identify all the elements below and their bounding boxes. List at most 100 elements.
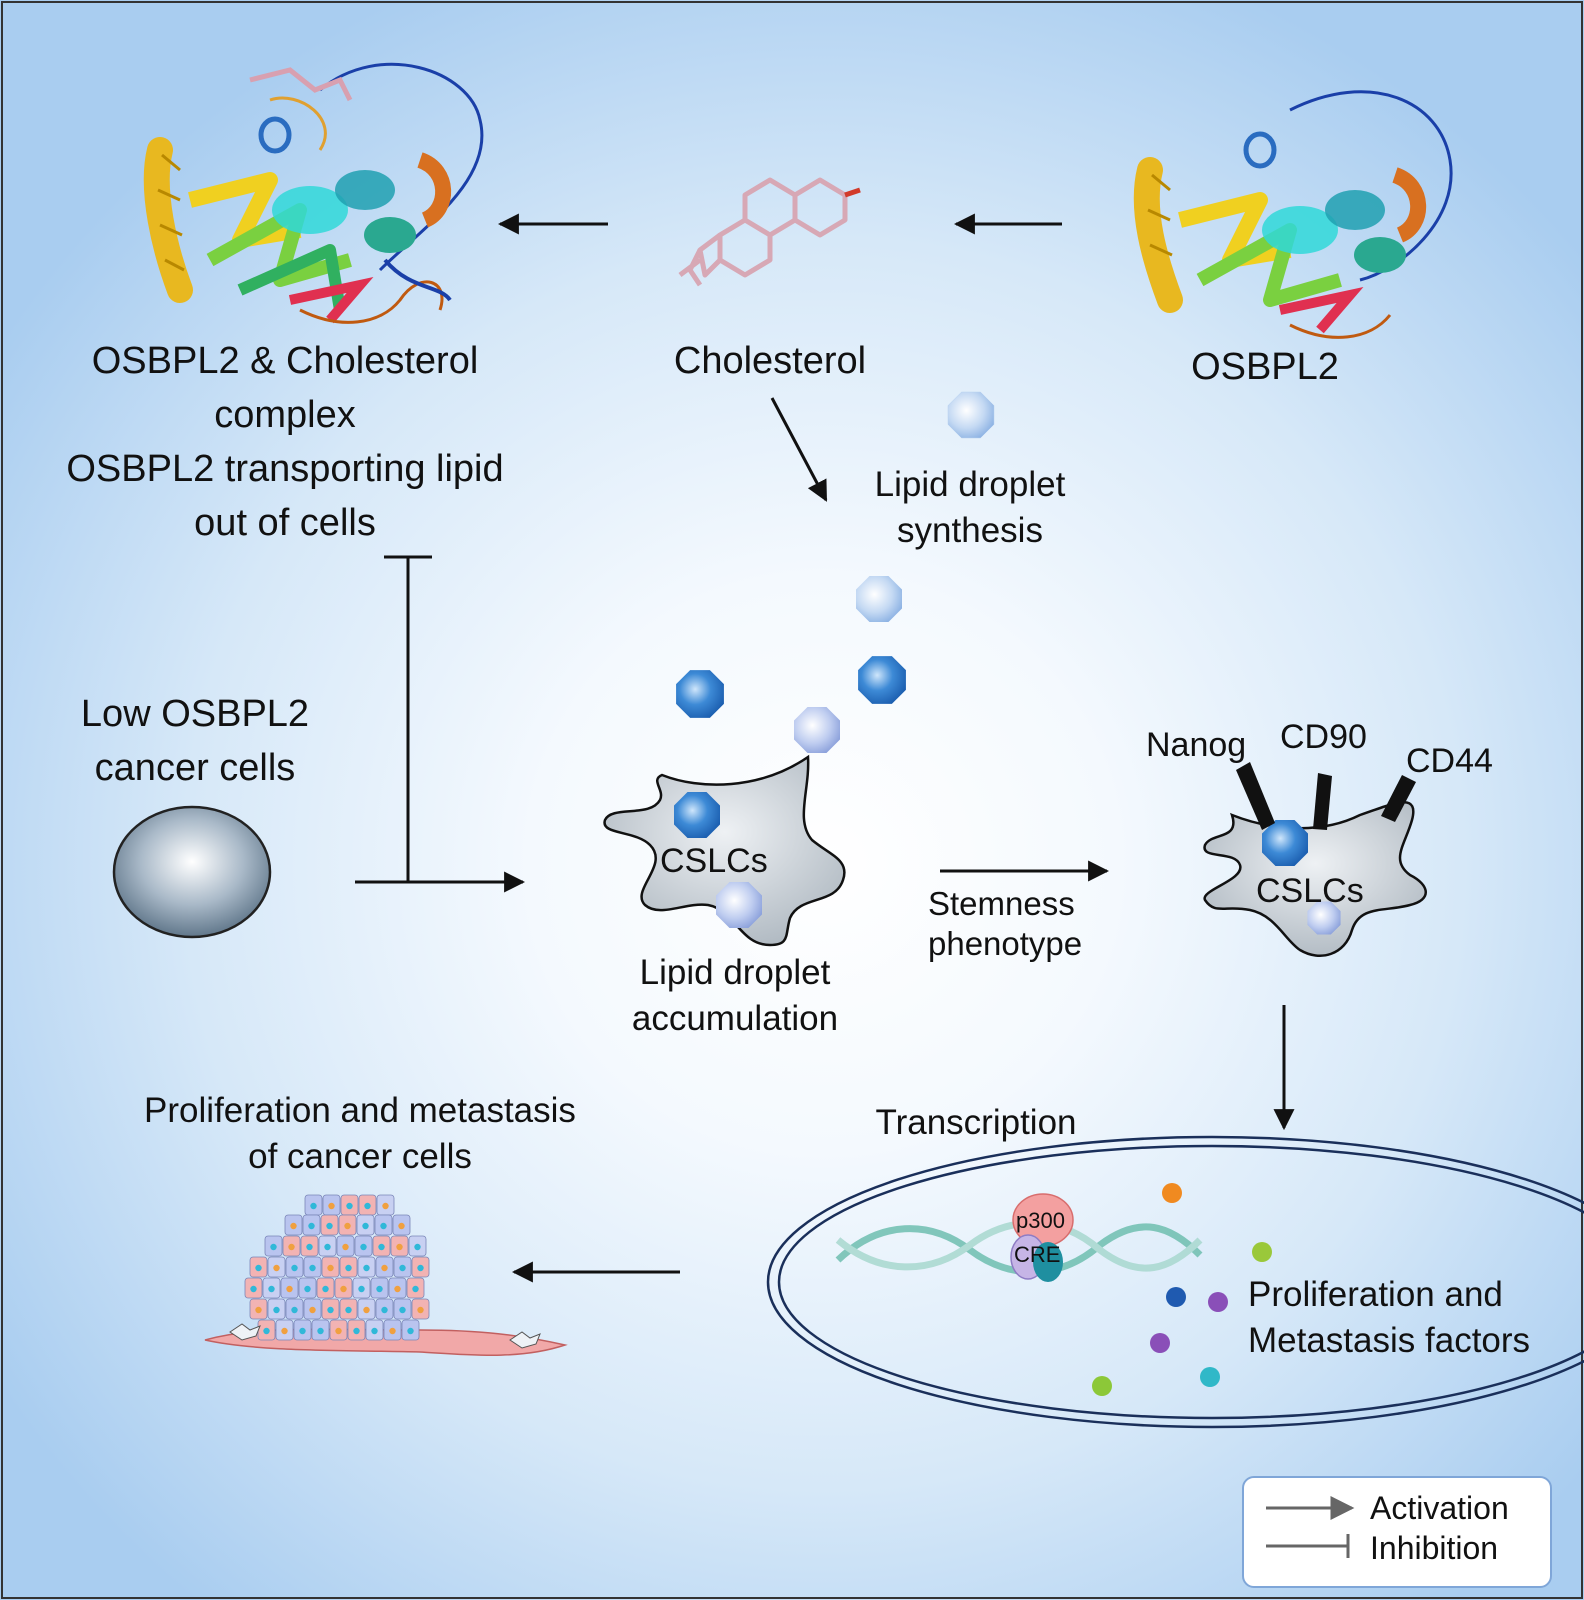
tumor-cell-nucleus	[281, 1327, 288, 1335]
legend-symbols	[1266, 1496, 1355, 1558]
tumor-cell-nucleus	[326, 1222, 333, 1230]
tumor-cell-nucleus	[340, 1285, 347, 1293]
inhibition-line	[384, 555, 432, 882]
complex-label: OSBPL2 & Cholesterol complex OSBPL2 tran…	[0, 334, 570, 550]
tumor-cell-nucleus	[399, 1264, 406, 1272]
proliferation-left-line1: Proliferation and metastasis	[144, 1091, 576, 1130]
tumor-cell-nucleus	[360, 1243, 367, 1251]
tumor-cell-nucleus	[308, 1222, 315, 1230]
tumor-cell-nucleus	[299, 1327, 306, 1335]
tumor-cell-nucleus	[327, 1264, 334, 1272]
tumor-cell-nucleus	[364, 1202, 371, 1210]
tumor-cell-nucleus	[381, 1306, 388, 1314]
tumor-cell-nucleus	[353, 1327, 360, 1335]
osbpl2-cholesterol-complex-structure	[143, 62, 484, 324]
tumor-cell-nucleus	[250, 1285, 257, 1293]
lipid-accumulation-line2: accumulation	[631, 999, 839, 1038]
lipid-accumulation-line1: Lipid droplet	[639, 953, 831, 992]
proliferation-left-label: Proliferation and metastasis of cancer c…	[100, 1088, 620, 1180]
lipid-droplet	[794, 707, 840, 753]
lipid-droplet	[948, 392, 994, 438]
cre-teal	[1033, 1242, 1063, 1282]
factor-green	[1252, 1242, 1272, 1262]
tumor-cell-nucleus	[327, 1306, 334, 1314]
complex-label-line2: complex	[214, 394, 356, 436]
lipid-droplet	[1262, 820, 1308, 866]
nanog-receptor	[1236, 762, 1275, 830]
tumor-cell-nucleus	[309, 1306, 316, 1314]
tumor-cell-nucleus	[309, 1264, 316, 1272]
tumor-cell-nucleus	[380, 1222, 387, 1230]
stemness-label: Stemness phenotype	[928, 884, 1128, 964]
cslc-center-label: CSLCs	[660, 842, 768, 880]
tumor-cell-nucleus	[344, 1222, 351, 1230]
stemness-line1: Stemness	[928, 885, 1075, 922]
cslc-cell-right	[1203, 762, 1427, 957]
lipid-droplet	[674, 792, 720, 838]
low-osbpl2-line1: Low OSBPL2	[80, 693, 310, 735]
transcription-label: Transcription	[875, 1103, 1077, 1142]
legend-inhibition: Inhibition	[1370, 1530, 1499, 1566]
nanog-label: Nanog	[1146, 726, 1247, 764]
factor-purple	[1150, 1333, 1170, 1353]
tumor-cell-nucleus	[345, 1264, 352, 1272]
factor-blue	[1166, 1287, 1186, 1307]
tumor-cell-nucleus	[268, 1285, 275, 1293]
factor-green	[1092, 1376, 1112, 1396]
factor-purple	[1208, 1292, 1228, 1312]
tumor-cell-nucleus	[255, 1306, 262, 1314]
tumor-cell-nucleus	[273, 1306, 280, 1314]
tumor-cell-nucleus	[396, 1243, 403, 1251]
tumor-cell-nucleus	[417, 1264, 424, 1272]
complex-label-line1: OSBPL2 & Cholesterol	[91, 340, 479, 382]
tumor-cell-nucleus	[412, 1285, 419, 1293]
tumor-cell-nucleus	[382, 1202, 389, 1210]
cre-label: CRE	[1014, 1242, 1061, 1267]
osbpl2-label: OSBPL2	[1191, 346, 1339, 388]
legend-activation: Activation	[1370, 1490, 1509, 1526]
factors-line1: Proliferation and	[1248, 1275, 1503, 1314]
lipid-droplet	[856, 576, 902, 622]
lipid-synthesis-line1: Lipid droplet	[874, 465, 1066, 504]
lipid-droplet	[858, 656, 906, 704]
tumor-cell-nucleus	[381, 1264, 388, 1272]
tumor-cell-nucleus	[290, 1222, 297, 1230]
lipid-droplet	[716, 882, 762, 928]
tumor-cell-nucleus	[398, 1222, 405, 1230]
cholesterol-label: Cholesterol	[673, 340, 867, 382]
tumor-cell-nucleus	[371, 1327, 378, 1335]
cd44-receptor	[1381, 775, 1416, 822]
tumor-cell-nucleus	[417, 1306, 424, 1314]
osbpl2-structure	[1133, 90, 1453, 339]
complex-label-line3: OSBPL2 transporting lipid	[66, 448, 504, 490]
tumor-cell-nucleus	[376, 1285, 383, 1293]
tumor-cell-nucleus	[358, 1285, 365, 1293]
lipid-accumulation-label: Lipid droplet accumulation	[590, 950, 880, 1042]
tumor-cell-nucleus	[414, 1243, 421, 1251]
tumor-cell-nucleus	[342, 1243, 349, 1251]
tumor-cell-nucleus	[324, 1243, 331, 1251]
tumor-cell-nucleus	[407, 1327, 414, 1335]
tumor-cell-nucleus	[306, 1243, 313, 1251]
tumor-cell-nucleus	[362, 1222, 369, 1230]
nucleus	[766, 1135, 1584, 1429]
cd44-label: CD44	[1406, 742, 1493, 780]
cd90-label: CD90	[1280, 718, 1367, 756]
lipid-droplets	[676, 392, 994, 753]
tumor-cell-nucleus	[291, 1264, 298, 1272]
tumor-cell-nucleus	[394, 1285, 401, 1293]
tumor-cell-nucleus	[335, 1327, 342, 1335]
tumor-cell-nucleus	[255, 1264, 262, 1272]
lipid-synthesis-label: Lipid droplet synthesis	[820, 462, 1120, 554]
cslc-cell-center	[603, 754, 846, 947]
complex-label-line4: out of cells	[194, 502, 376, 544]
tumor-cell-nucleus	[263, 1327, 270, 1335]
legend: Activation Inhibition	[1242, 1476, 1552, 1588]
tumor-cell-nucleus	[288, 1243, 295, 1251]
factor-orange	[1162, 1183, 1182, 1203]
proliferation-left-line2: of cancer cells	[248, 1137, 472, 1176]
tumor-cell-nucleus	[310, 1202, 317, 1210]
lipid-droplet	[676, 670, 724, 718]
